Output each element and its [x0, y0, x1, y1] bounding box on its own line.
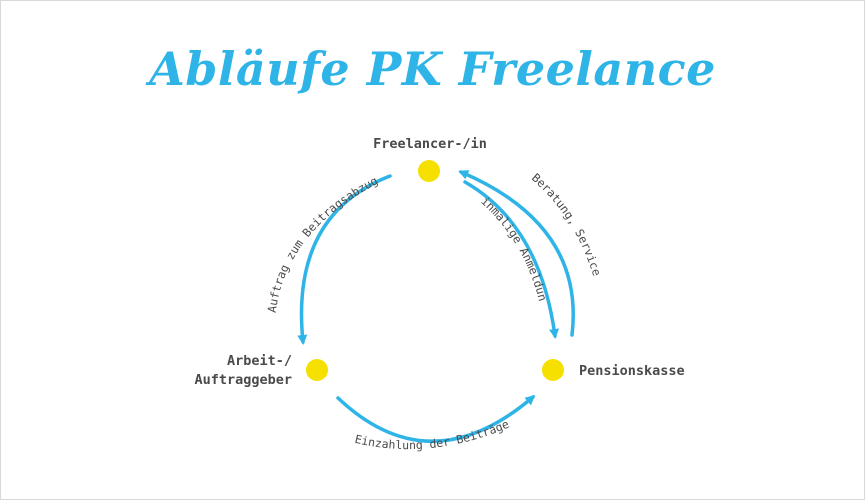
- employer-node: [306, 359, 328, 381]
- pension-fund-label: Pensionskasse: [579, 363, 685, 379]
- freelancer-label: Freelancer-/in: [373, 136, 487, 152]
- edge-label-contributions: Einzahlung der Beiträge: [353, 417, 511, 452]
- employer-label-line1: Arbeit-/: [226, 353, 292, 369]
- employer-label-line2: Auftraggeber: [194, 372, 292, 388]
- edge-label-order-deduction: Auftrag zum Beitragsabzug: [265, 173, 380, 313]
- freelancer-node: [418, 160, 440, 182]
- edge-label-one-time-registration: einmalige Anmeldung: [0, 0, 550, 303]
- pension-fund-node: [542, 359, 564, 381]
- arrow-contributions: [336, 395, 536, 443]
- arrow-one-time-registration: [463, 180, 560, 339]
- employer-label: Arbeit-/ Auftraggeber: [160, 352, 292, 390]
- page-title: Abläufe PK Freelance: [149, 42, 716, 96]
- arrow-advice-service: [458, 170, 575, 337]
- arrow-order-deduction: [297, 174, 392, 345]
